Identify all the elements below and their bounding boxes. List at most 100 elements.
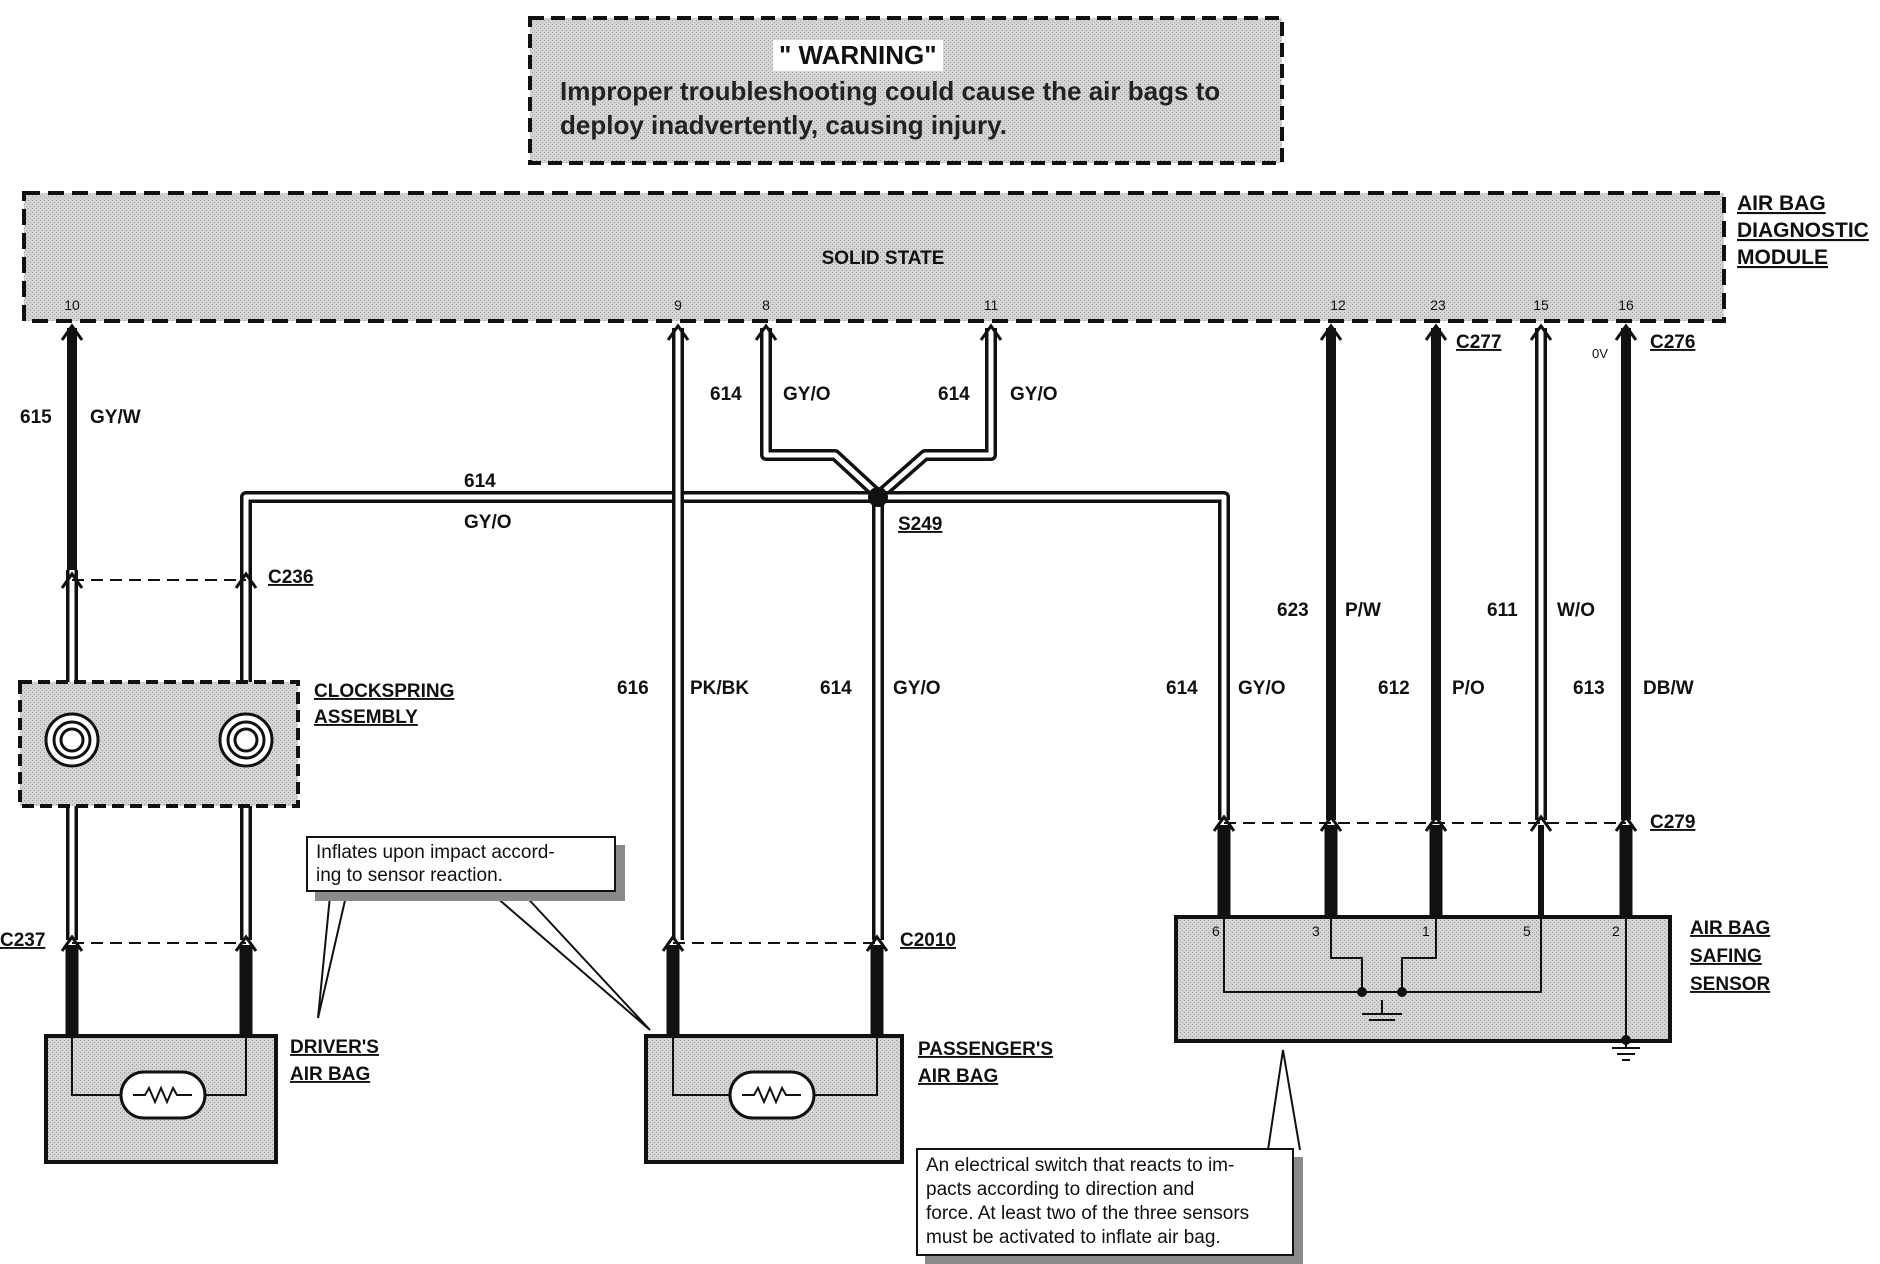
wire-611-color: W/O [1557, 600, 1595, 621]
module-pin-15: 15 [1533, 297, 1549, 313]
inflate-callout-line1: Inflates upon impact accord- [316, 842, 555, 863]
wire-616-color: PK/BK [690, 678, 749, 699]
c279-arrow-1 [1212, 814, 1236, 832]
safing-pin-6: 6 [1212, 923, 1220, 939]
safing-switch-left [1330, 918, 1363, 992]
wire-623-color: P/W [1345, 600, 1381, 621]
pin9-arrow [666, 323, 690, 341]
splice-s249-label: S249 [898, 514, 942, 535]
wire-615-circuit: 615 [20, 407, 52, 428]
warning-line1: Improper troubleshooting could cause the… [560, 76, 1221, 106]
clockspring-coil-right-ring [226, 720, 266, 760]
wire-615-color: GY/W [90, 407, 141, 428]
callout-pointers [317, 889, 1301, 1151]
module-pin-12: 12 [1330, 297, 1346, 313]
module-pin-8: 8 [762, 297, 770, 313]
connector-c277-label: C277 [1456, 332, 1501, 353]
module-solid-state-label: SOLID STATE [822, 248, 945, 269]
safing-pin-3: 3 [1312, 923, 1320, 939]
splice-s249-dot [868, 487, 888, 507]
air-bag-safing-sensor [1174, 915, 1672, 1043]
module-name-line2: DIAGNOSTIC [1737, 219, 1869, 242]
pin15-arrow [1529, 323, 1553, 341]
switch-callout-line2: pacts according to direction and [926, 1179, 1195, 1200]
wire-614-sensor-color: GY/O [1238, 678, 1286, 699]
driver-air-bag-label-line1: DRIVER'S [290, 1037, 379, 1058]
safing-loop [1223, 918, 1542, 993]
module-pin-9: 9 [674, 297, 682, 313]
module-name-line3: MODULE [1737, 246, 1828, 269]
pin23-arrow [1424, 323, 1448, 341]
safing-pin-1: 1 [1422, 923, 1430, 939]
wire-614-center-circuit: 614 [820, 678, 852, 699]
switch-pointer [1267, 1049, 1301, 1151]
connector-c2010-label: C2010 [900, 930, 956, 951]
wire-614-pin8-outer [760, 328, 880, 497]
switch-callout-line3: force. At least two of the three sensors [926, 1203, 1250, 1224]
switch-callout-line4: must be activated to inflate air bag. [926, 1227, 1221, 1248]
wire-613-color: DB/W [1643, 678, 1694, 699]
c237-arrow-left [60, 934, 84, 952]
clockspring-label-line2: ASSEMBLY [314, 707, 418, 728]
connector-c276-label: C276 [1650, 332, 1695, 353]
pin12-arrow [1319, 323, 1343, 341]
module-pin-23: 23 [1430, 297, 1446, 313]
c236-arrow-left [60, 571, 84, 589]
warning-title: " WARNING" [773, 40, 943, 71]
wire-613-circuit: 613 [1573, 678, 1605, 699]
safing-switch-right [1401, 918, 1437, 992]
wire-614-right-circuit: 614 [938, 384, 970, 405]
pin11-arrow [979, 323, 1003, 341]
safing-switch-contact-left [1357, 987, 1367, 997]
clockspring-coil-right-core [233, 727, 259, 753]
clockspring-coil-left-ring [52, 720, 92, 760]
clockspring-label-line1: CLOCKSPRING [314, 681, 454, 702]
inflate-callout: Inflates upon impact accord- ing to sens… [306, 836, 616, 892]
wire-614-center-color: GY/O [893, 678, 941, 699]
wire-612-color: P/O [1452, 678, 1485, 699]
c2010-arrow-left [661, 934, 685, 952]
wire-614-right-color: GY/O [1010, 384, 1058, 405]
wire-614-pin8-inner [763, 328, 877, 494]
wire-614-sensor-outer [878, 491, 1230, 820]
c279-arrow-3 [1424, 814, 1448, 832]
safing-sensor-label-line3: SENSOR [1690, 974, 1771, 995]
air-bag-diagnostic-module [22, 191, 1726, 323]
wire-612-circuit: 612 [1378, 678, 1410, 699]
wire-614-sensor-circuit: 614 [1166, 678, 1198, 699]
c236-arrow-right [234, 571, 258, 589]
c279-arrow-5 [1614, 814, 1638, 832]
c2010-arrow-right [865, 934, 889, 952]
pin8-arrow [754, 323, 778, 341]
clockspring-coil-left-core [59, 727, 85, 753]
wire-614-horizontal-color: GY/O [464, 512, 512, 533]
passenger-air-bag-label-line2: AIR BAG [918, 1066, 998, 1087]
inflate-pointer-driver [317, 895, 347, 1019]
c279-arrow-2 [1319, 814, 1343, 832]
warning-line2: deploy inadvertently, causing injury. [560, 110, 1007, 140]
c279-arrow-4 [1529, 814, 1553, 832]
wire-614-horizontal-inner [243, 494, 878, 570]
wire-614-sensor-inner [878, 494, 1227, 820]
wire-614-pin11-outer [879, 328, 997, 497]
connector-c279-label: C279 [1650, 812, 1695, 833]
pin16-voltage-label: 0V [1592, 346, 1608, 361]
connector-c236-label: C236 [268, 567, 313, 588]
wire-614-left-circuit: 614 [710, 384, 742, 405]
module-pin-11: 11 [984, 297, 999, 313]
wire-614-pin11-inner [881, 328, 994, 494]
wire-614-horizontal-outer [240, 491, 878, 570]
c237-arrow-right [234, 934, 258, 952]
module-pin-10: 10 [64, 297, 80, 313]
switch-callout: An electrical switch that reacts to im- … [916, 1148, 1294, 1256]
wire-611-circuit: 611 [1487, 600, 1518, 621]
switch-callout-line1: An electrical switch that reacts to im- [926, 1155, 1235, 1176]
connector-c237-label: C237 [0, 930, 45, 951]
wire-group [65, 328, 1633, 1038]
safing-switch-circuit [1223, 918, 1640, 1061]
inflate-pointer-passenger [487, 889, 651, 1031]
connector-lines [72, 579, 1626, 944]
pin10-arrow [60, 323, 84, 341]
pin16-arrow [1614, 323, 1638, 341]
